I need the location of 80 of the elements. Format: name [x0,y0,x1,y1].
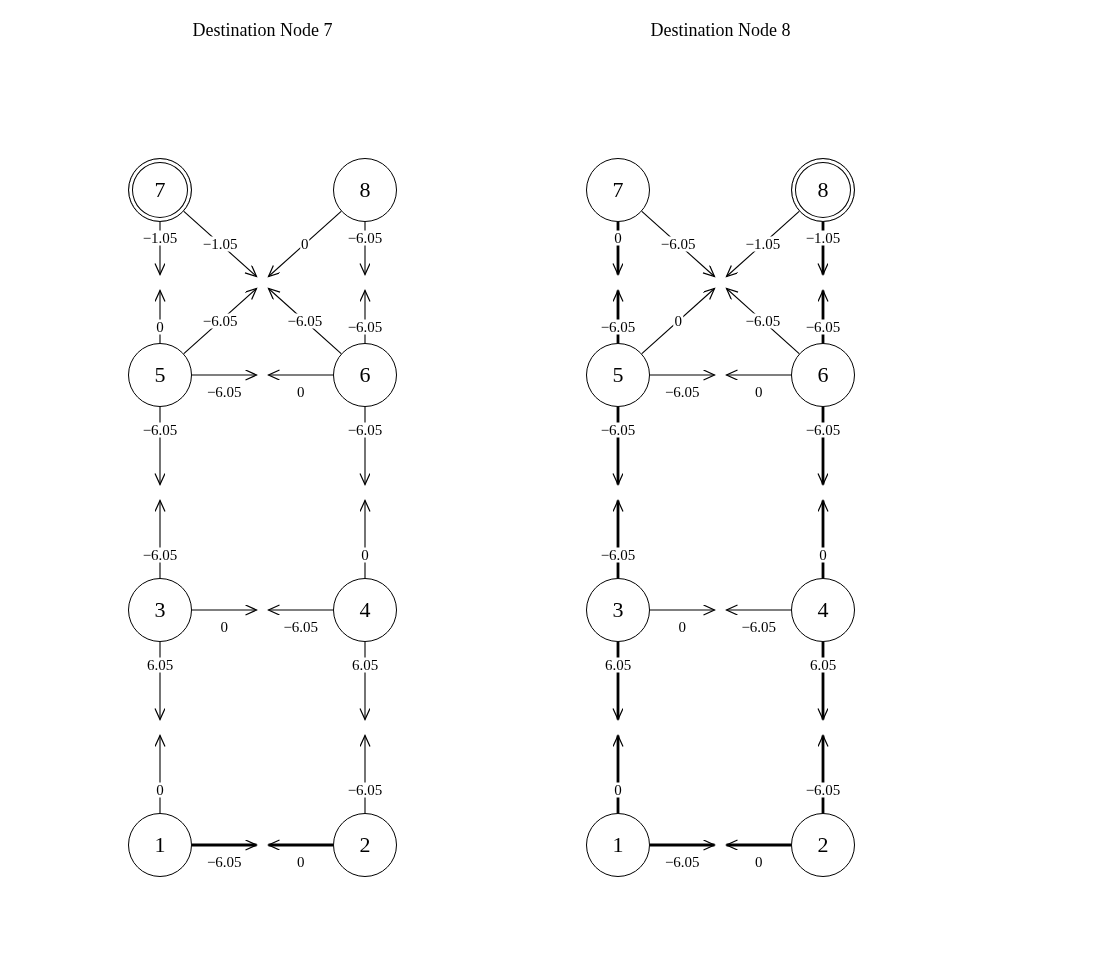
panel-title: Destination Node 8 [650,20,791,41]
arrow [267,839,333,851]
edge-label: −6.05 [346,230,384,246]
edge-label: −6.05 [740,619,778,635]
edge-label: −1.05 [201,236,239,252]
edge-label: −6.05 [804,319,842,335]
edge-label: 0 [219,619,229,635]
edge-label: 0 [754,854,764,870]
arrow [817,499,829,578]
edge-label: −6.05 [804,782,842,798]
edge-label: −6.05 [599,319,637,335]
edge-label: 6.05 [145,657,175,673]
arrow [192,839,258,851]
edge-label: −6.05 [346,319,384,335]
state-circle: 5 [128,343,192,407]
edge-label: −6.05 [205,854,243,870]
state-circle: 3 [128,578,192,642]
edge-label: −6.05 [659,236,697,252]
state-circle: 8 [333,158,397,222]
state-circle: 1 [586,813,650,877]
state-circle: 6 [333,343,397,407]
panel-title: Destination Node 7 [192,20,333,41]
state-circle: 3 [586,578,650,642]
edge-label: 0 [155,319,165,335]
arrow [725,839,791,851]
destination-state-circle: 8 [791,158,855,222]
edge-label: 6.05 [350,657,380,673]
edge-label: −6.05 [286,313,324,329]
arrow [359,499,371,579]
state-circle: 4 [333,578,397,642]
arrow [191,604,258,616]
arrow [612,734,624,813]
edge-label: 0 [677,619,687,635]
edge-label: −6.05 [804,422,842,438]
arrow [725,604,792,616]
arrow [641,287,716,355]
state-circle: 2 [333,813,397,877]
arrow [154,734,166,814]
edge-label: −6.05 [282,619,320,635]
edge-label: 0 [300,236,310,252]
arrow [267,604,334,616]
edge-label: −1.05 [141,230,179,246]
edge-label: −1.05 [744,236,782,252]
edge-label: 0 [360,547,370,563]
state-circle: 4 [791,578,855,642]
edge-label: −6.05 [205,384,243,400]
edge-label: −6.05 [346,422,384,438]
edge-label: −6.05 [599,547,637,563]
edge-label: 0 [613,782,623,798]
arrow [725,369,792,381]
arrow [267,210,342,278]
edge-label: 0 [673,313,683,329]
arrow [649,369,716,381]
arrow [649,604,716,616]
arrow [650,839,716,851]
state-circle: 2 [791,813,855,877]
edge-label: −6.05 [663,854,701,870]
arrow [267,369,334,381]
edge-label: 0 [296,854,306,870]
edge-label: −1.05 [804,230,842,246]
state-circle: 5 [586,343,650,407]
edge-label: −6.05 [201,313,239,329]
edge-label: 0 [754,384,764,400]
state-circle: 7 [586,158,650,222]
edge-label: 0 [155,782,165,798]
arrow [191,369,258,381]
edge-label: −6.05 [141,422,179,438]
edge-label: 6.05 [808,657,838,673]
destination-state-circle: 7 [128,158,192,222]
edge-label: 0 [296,384,306,400]
edge-label: −6.05 [346,782,384,798]
edge-label: −6.05 [663,384,701,400]
edge-label: 0 [613,230,623,246]
edge-label: −6.05 [141,547,179,563]
edge-label: 0 [818,547,828,563]
state-circle: 1 [128,813,192,877]
edge-label: −6.05 [744,313,782,329]
edge-label: 6.05 [603,657,633,673]
state-circle: 6 [791,343,855,407]
edge-label: −6.05 [599,422,637,438]
